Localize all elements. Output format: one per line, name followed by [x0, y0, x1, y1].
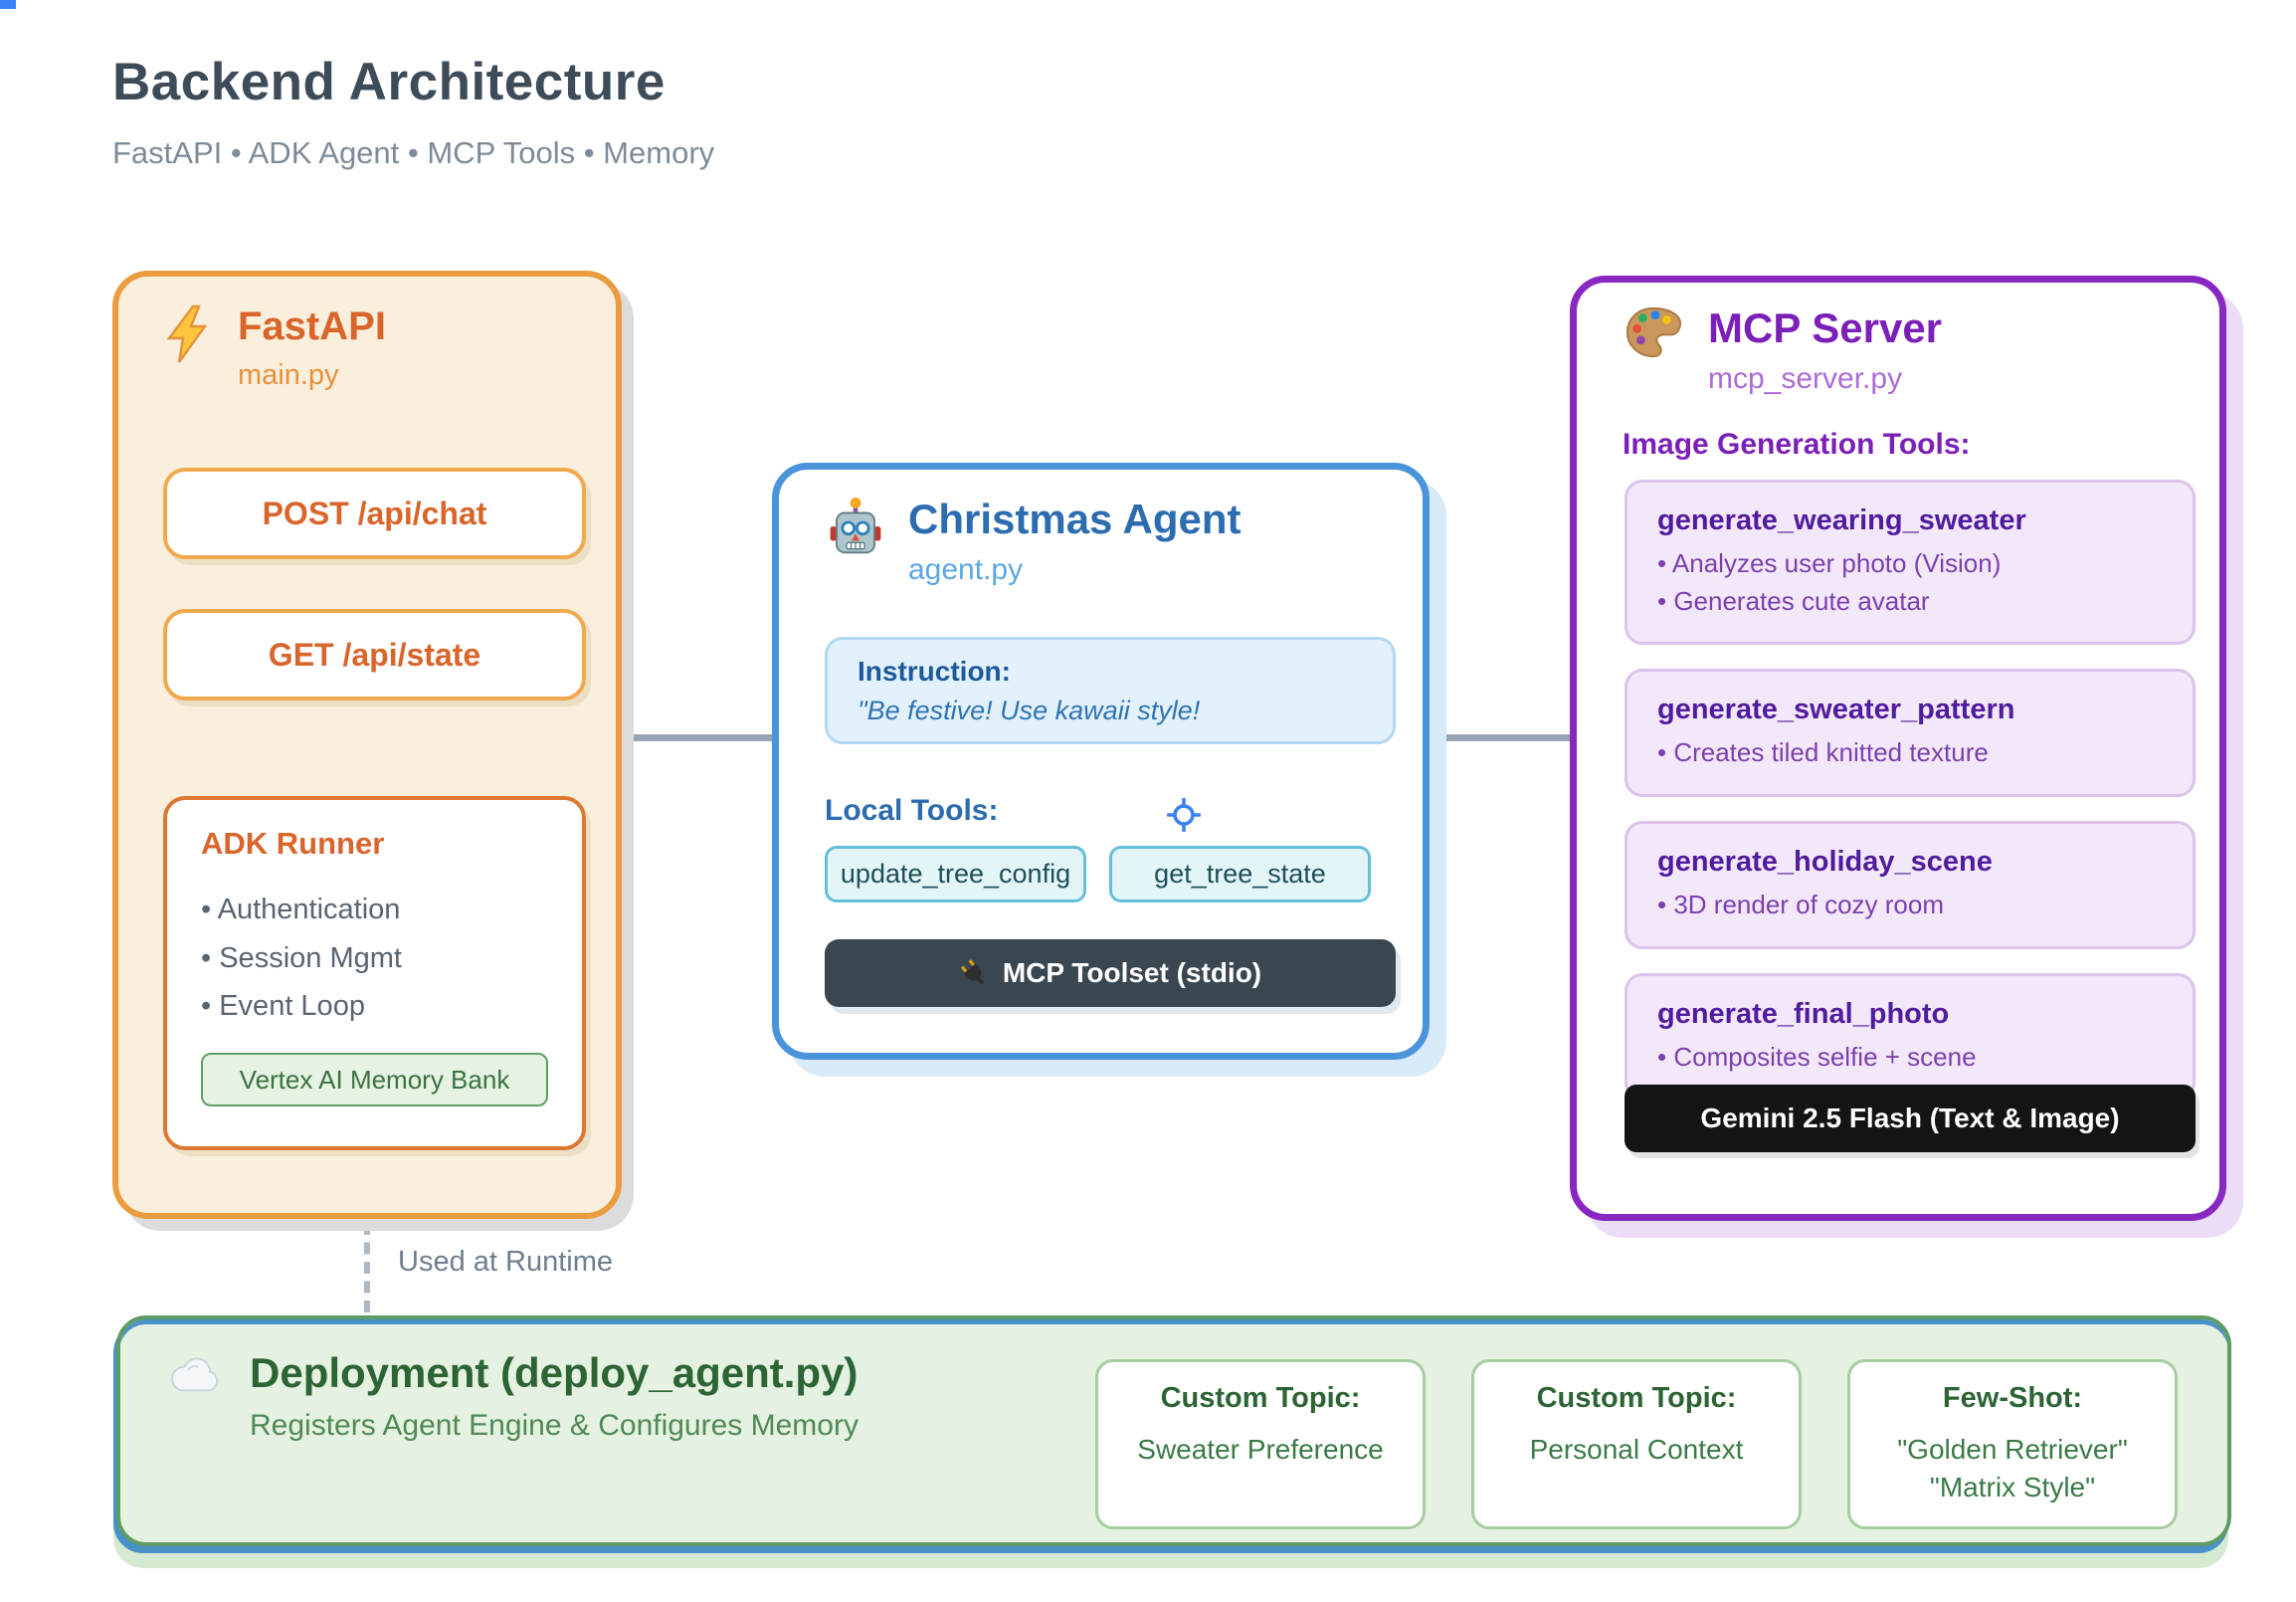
window-corner-notch [0, 0, 16, 9]
adk-runner-list: Authentication Session Mgmt Event Loop [201, 886, 548, 1031]
instruction-label: Instruction: [858, 656, 1011, 687]
christmas-agent-box: Christmas Agent agent.py Instruction: "B… [772, 463, 1430, 1060]
deployment-card-line: "Matrix Style" [1929, 1471, 2096, 1502]
mcp-tool-name: generate_sweater_pattern [1657, 694, 2015, 726]
mcp-header: MCP Server mcp_server.py [1623, 304, 1942, 396]
mcp-tool-card: generate_sweater_pattern Creates tiled k… [1625, 669, 2196, 798]
lightning-icon [162, 304, 212, 364]
local-tools-label: Local Tools: [825, 794, 999, 827]
agent-header: Christmas Agent agent.py [827, 496, 1242, 587]
palette-icon [1623, 304, 1684, 362]
robot-icon [827, 496, 884, 557]
fastapi-box: FastAPI main.py POST /api/chat GET /api/… [112, 271, 622, 1219]
mcp-tool-bullet: Creates tiled knitted texture [1657, 734, 2163, 772]
adk-runner-card: ADK Runner Authentication Session Mgmt E… [163, 796, 586, 1150]
page-title: Backend Architecture [112, 53, 666, 111]
deployment-header: Deployment (deploy_agent.py) Registers A… [166, 1349, 859, 1443]
endpoint-get-state: GET /api/state [163, 609, 586, 701]
deployment-subtitle: Registers Agent Engine & Configures Memo… [250, 1409, 859, 1442]
agent-title: Christmas Agent [908, 496, 1242, 542]
tool-pill-get-tree-state: get_tree_state [1109, 846, 1371, 902]
deployment-card-sweater-preference: Custom Topic: Sweater Preference [1095, 1359, 1426, 1529]
mcp-tool-name: generate_wearing_sweater [1657, 504, 2026, 536]
gemini-model-button: Gemini 2.5 Flash (Text & Image) [1625, 1085, 2196, 1152]
deployment-cards: Custom Topic: Sweater Preference Custom … [1095, 1359, 2178, 1529]
mcp-tool-bullet: Composites selfie + scene [1657, 1039, 2163, 1077]
adk-runner-item: Authentication [201, 886, 548, 934]
mcp-tool-bullet: Generates cute avatar [1657, 583, 2163, 621]
deployment-card-line: "Golden Retriever" [1897, 1434, 2128, 1465]
tool-pill-update-tree-config: update_tree_config [825, 846, 1086, 902]
deployment-title: Deployment (deploy_agent.py) [250, 1349, 859, 1396]
adk-runner-item: Event Loop [201, 982, 548, 1031]
vertex-memory-badge: Vertex AI Memory Bank [201, 1053, 548, 1107]
deployment-card-few-shot: Few-Shot: "Golden Retriever" "Matrix Sty… [1847, 1359, 2178, 1529]
connector-fastapi-agent [620, 734, 774, 741]
fastapi-filename: main.py [238, 359, 339, 391]
page-subtitle: FastAPI • ADK Agent • MCP Tools • Memory [112, 135, 715, 170]
deployment-card-personal-context: Custom Topic: Personal Context [1471, 1359, 1802, 1529]
cloud-icon [166, 1355, 224, 1395]
runtime-connector-label: Used at Runtime [398, 1246, 613, 1278]
adk-runner-title: ADK Runner [201, 826, 385, 861]
deployment-card-label: Few-Shot: [1942, 1382, 2083, 1414]
mcp-tool-name: generate_final_photo [1657, 997, 1950, 1030]
mcp-tool-bullet: 3D render of cozy room [1657, 887, 2163, 924]
deployment-card-line: Personal Context [1529, 1434, 1744, 1465]
agent-filename: agent.py [908, 553, 1024, 586]
endpoint-post-chat: POST /api/chat [163, 468, 586, 559]
plug-icon [953, 952, 995, 994]
mcp-title: MCP Server [1708, 304, 1943, 351]
adk-runner-item: Session Mgmt [201, 934, 548, 983]
deployment-card-label: Custom Topic: [1160, 1382, 1361, 1414]
mcp-server-box: MCP Server mcp_server.py Image Generatio… [1570, 276, 2226, 1221]
deployment-card-label: Custom Topic: [1536, 1382, 1737, 1414]
mcp-tool-name: generate_holiday_scene [1657, 846, 1993, 879]
connector-agent-mcp [1428, 734, 1572, 741]
mcp-tool-card: generate_final_photo Composites selfie +… [1625, 972, 2196, 1101]
connector-runtime-dashed [364, 1223, 370, 1312]
mcp-tool-cards: generate_wearing_sweater Analyzes user p… [1625, 480, 2196, 1101]
instruction-box: Instruction: "Be festive! Use kawaii sty… [825, 637, 1396, 744]
mcp-tool-card: generate_wearing_sweater Analyzes user p… [1625, 480, 2196, 646]
mcp-toolset-button: MCP Toolset (stdio) [825, 939, 1396, 1007]
crosshair-icon [1165, 796, 1203, 834]
mcp-tool-card: generate_holiday_scene 3D render of cozy… [1625, 821, 2196, 949]
fastapi-title: FastAPI [238, 304, 386, 348]
mcp-filename: mcp_server.py [1708, 362, 1903, 395]
deployment-box: Deployment (deploy_agent.py) Registers A… [116, 1315, 2231, 1546]
mcp-toolset-button-label: MCP Toolset (stdio) [1002, 957, 1262, 988]
deployment-card-line: Sweater Preference [1137, 1434, 1384, 1465]
image-generation-tools-label: Image Generation Tools: [1623, 428, 1971, 461]
mcp-tool-bullet: Analyzes user photo (Vision) [1657, 545, 2163, 583]
fastapi-header: FastAPI main.py [162, 304, 386, 392]
instruction-text: "Be festive! Use kawaii style! [858, 696, 1201, 725]
